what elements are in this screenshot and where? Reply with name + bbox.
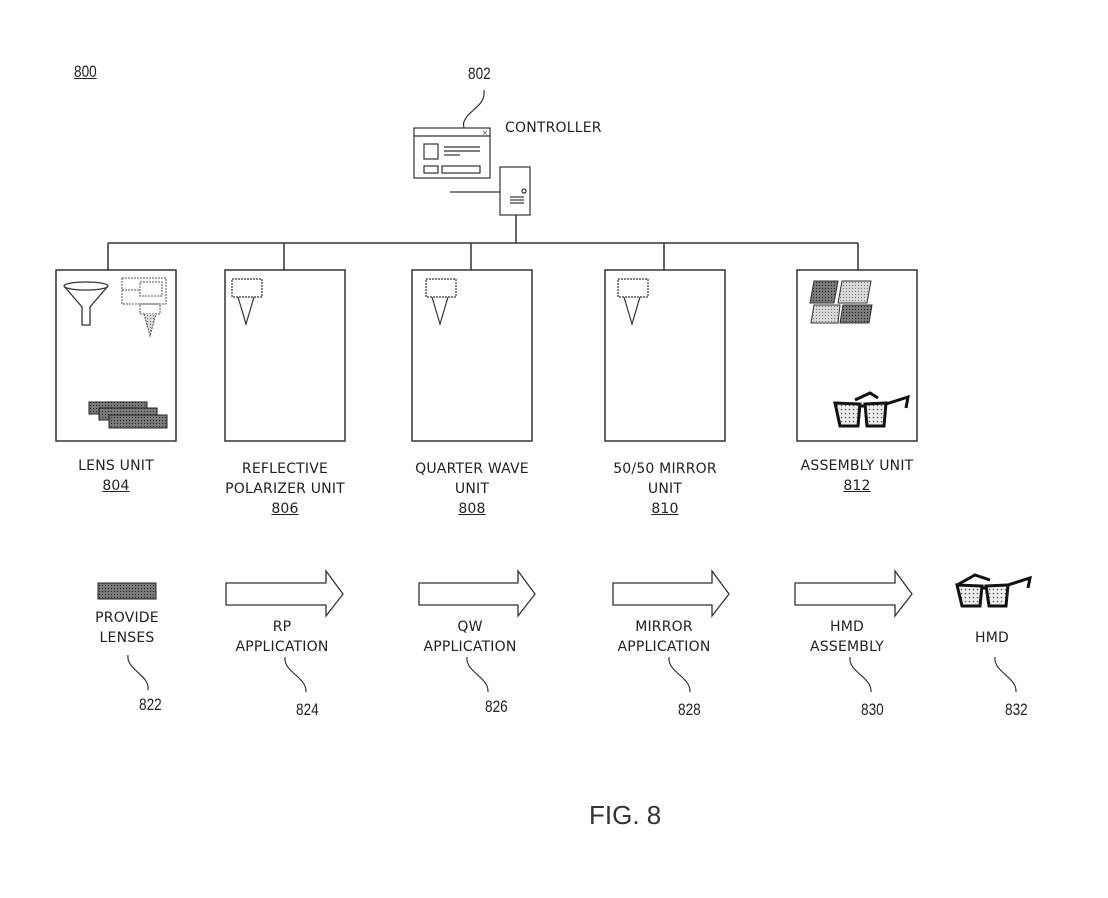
- unit-ref: 808: [458, 501, 486, 517]
- unit-name: 50/50 MIRROR: [613, 461, 717, 477]
- funnel-icon: [63, 281, 109, 326]
- svg-text:×: ×: [482, 129, 488, 137]
- step-label-line2: APPLICATION: [617, 639, 711, 655]
- leader-830: [849, 656, 872, 693]
- step-label: RP: [272, 619, 292, 635]
- mirror-unit-box: [604, 269, 726, 442]
- controller-bus: [107, 215, 859, 270]
- ref-824: 824: [296, 700, 319, 719]
- step-rp-application: RP APPLICATION: [217, 617, 347, 657]
- unit-name: REFLECTIVE: [241, 461, 329, 477]
- ref-832: 832: [1005, 700, 1028, 719]
- step-label: MIRROR: [635, 619, 693, 635]
- controller-label: CONTROLLER: [505, 120, 602, 136]
- step-provide-lenses: PROVIDE LENSES: [72, 608, 182, 648]
- rp-application-arrow: [225, 569, 344, 618]
- leader-832: [994, 656, 1017, 693]
- dispenser-nozzle-icon: [617, 278, 649, 327]
- dispenser-nozzle-icon: [425, 278, 457, 327]
- unit-name-line2: UNIT: [647, 481, 683, 497]
- lens-swatch-icon: [97, 582, 157, 600]
- controller-tower-icon: [450, 166, 531, 216]
- figure-caption: FIG. 8: [589, 800, 662, 830]
- dispenser-nozzle-icon: [231, 278, 263, 327]
- assembly-unit-box: [796, 269, 918, 442]
- leader-822: [127, 654, 149, 691]
- assembly-unit-label: ASSEMBLY UNIT 812: [777, 456, 937, 496]
- step-label-line2: LENSES: [99, 630, 155, 646]
- ref-830: 830: [861, 700, 884, 719]
- lens-unit-box: [55, 269, 177, 442]
- mirror-application-arrow: [612, 569, 730, 618]
- ref-822: 822: [139, 695, 162, 714]
- leader-828: [668, 656, 691, 693]
- reflective-polarizer-unit-label: REFLECTIVE POLARIZER UNIT 806: [205, 459, 365, 519]
- mirror-unit-label: 50/50 MIRROR UNIT 810: [585, 459, 745, 519]
- ref-826: 826: [485, 697, 508, 716]
- step-label-line2: APPLICATION: [235, 639, 329, 655]
- qw-application-arrow: [418, 569, 536, 618]
- unit-name-line2: POLARIZER UNIT: [225, 481, 345, 497]
- step-label: PROVIDE: [95, 610, 159, 626]
- reflective-polarizer-unit-box: [224, 269, 346, 442]
- unit-ref: 810: [651, 501, 679, 517]
- lens-stack-icon: [88, 401, 168, 429]
- lens-tiles-icon: [809, 280, 873, 324]
- step-label-line2: ASSEMBLY: [810, 639, 884, 655]
- unit-name: ASSEMBLY UNIT: [800, 458, 914, 474]
- lens-unit-label: LENS UNIT 804: [46, 456, 186, 496]
- step-label-line2: APPLICATION: [423, 639, 517, 655]
- step-hmd-assembly: HMD ASSEMBLY: [782, 617, 912, 657]
- unit-name: LENS UNIT: [78, 458, 154, 474]
- quarter-wave-unit-label: QUARTER WAVE UNIT 808: [392, 459, 552, 519]
- step-mirror-application: MIRROR APPLICATION: [599, 617, 729, 657]
- step-label: HMD: [975, 630, 1009, 646]
- leader-826: [466, 656, 489, 693]
- hmd-glasses-icon: [955, 573, 1032, 608]
- hmd-assembly-arrow: [794, 569, 913, 618]
- step-qw-application: QW APPLICATION: [405, 617, 535, 657]
- figure-ref: 800: [74, 62, 97, 81]
- quarter-wave-unit-box: [411, 269, 533, 442]
- controller-ref: 802: [468, 64, 491, 83]
- unit-name: QUARTER WAVE: [415, 461, 529, 477]
- unit-ref: 806: [271, 501, 299, 517]
- leader-802: [462, 89, 485, 129]
- unit-ref: 812: [843, 478, 871, 494]
- 3d-printer-icon: [121, 277, 167, 338]
- step-label: HMD: [830, 619, 864, 635]
- glasses-icon: [833, 391, 910, 428]
- leader-824: [284, 656, 307, 693]
- step-hmd: HMD: [952, 628, 1032, 648]
- ref-828: 828: [678, 700, 701, 719]
- step-label: QW: [457, 619, 483, 635]
- unit-name-line2: UNIT: [454, 481, 490, 497]
- unit-ref: 804: [102, 478, 130, 494]
- controller-monitor-icon: ×: [413, 127, 491, 179]
